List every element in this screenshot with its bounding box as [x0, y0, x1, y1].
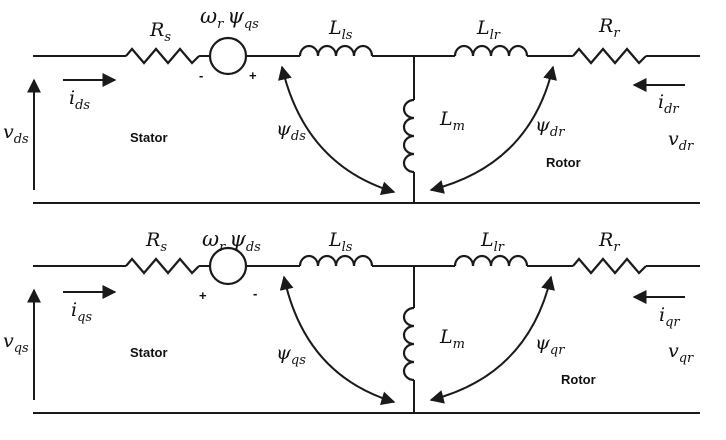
d-rr-resistor: [572, 47, 647, 65]
q-rr-resistor: [572, 257, 647, 275]
d-stator-current-label: ids: [69, 87, 90, 113]
q-stator-current-label: iqs: [71, 299, 92, 325]
q-lls-inductor: [298, 254, 374, 267]
d-rotor-flux-arrow: [429, 65, 557, 194]
d-llr-inductor: [453, 44, 529, 57]
q-rotor-voltage-label: vqr: [668, 340, 694, 366]
d-lm-label: Lm: [439, 108, 465, 134]
q-llr-inductor: [453, 254, 529, 267]
d-lls-inductor: [298, 44, 374, 57]
d-sign-left: -: [199, 68, 203, 83]
q-lm-label: Lm: [439, 326, 465, 352]
d-voltage-source: [208, 36, 248, 76]
q-llr-label: Llr: [480, 229, 505, 255]
q-rotor-flux-arrow: [429, 275, 555, 404]
q-sign-right: -: [253, 286, 257, 301]
d-llr-label: Llr: [476, 17, 501, 43]
d-rr-label: Rr: [598, 15, 620, 41]
q-lm-inductor: [402, 306, 415, 382]
d-lm-inductor: [402, 98, 415, 174]
d-rs-label: Rs: [149, 19, 171, 45]
q-stator-label: Stator: [130, 345, 168, 360]
d-rotor-current-label: idr: [658, 91, 679, 117]
q-lls-label: Lls: [328, 229, 353, 255]
q-voltage-source: [208, 246, 248, 286]
d-rs-resistor: [125, 47, 200, 65]
q-rs-resistor: [125, 257, 200, 275]
q-rotor-label: Rotor: [561, 372, 596, 387]
q-sign-left: +: [199, 288, 207, 303]
q-rotor-current-label: iqr: [659, 304, 680, 330]
d-stator-flux-label: ψds: [276, 118, 306, 144]
q-rr-label: Rr: [598, 229, 620, 255]
d-rotor-label: Rotor: [546, 155, 581, 170]
d-rotor-flux-label: ψdr: [535, 114, 565, 140]
q-rs-label: Rs: [145, 229, 167, 255]
q-stator-flux-label: ψqs: [276, 342, 306, 368]
d-stator-voltage-label: vds: [3, 121, 29, 147]
d-sign-right: +: [249, 68, 257, 83]
q-stator-voltage-label: vqs: [3, 330, 29, 356]
d-stator-label: Stator: [130, 130, 168, 145]
q-rotor-flux-label: ψqr: [535, 332, 565, 358]
q-stator-flux-arrow: [279, 275, 396, 406]
d-stator-flux-arrow: [278, 65, 396, 196]
d-rotor-voltage-label: vdr: [668, 128, 694, 154]
d-lls-label: Lls: [328, 17, 353, 43]
